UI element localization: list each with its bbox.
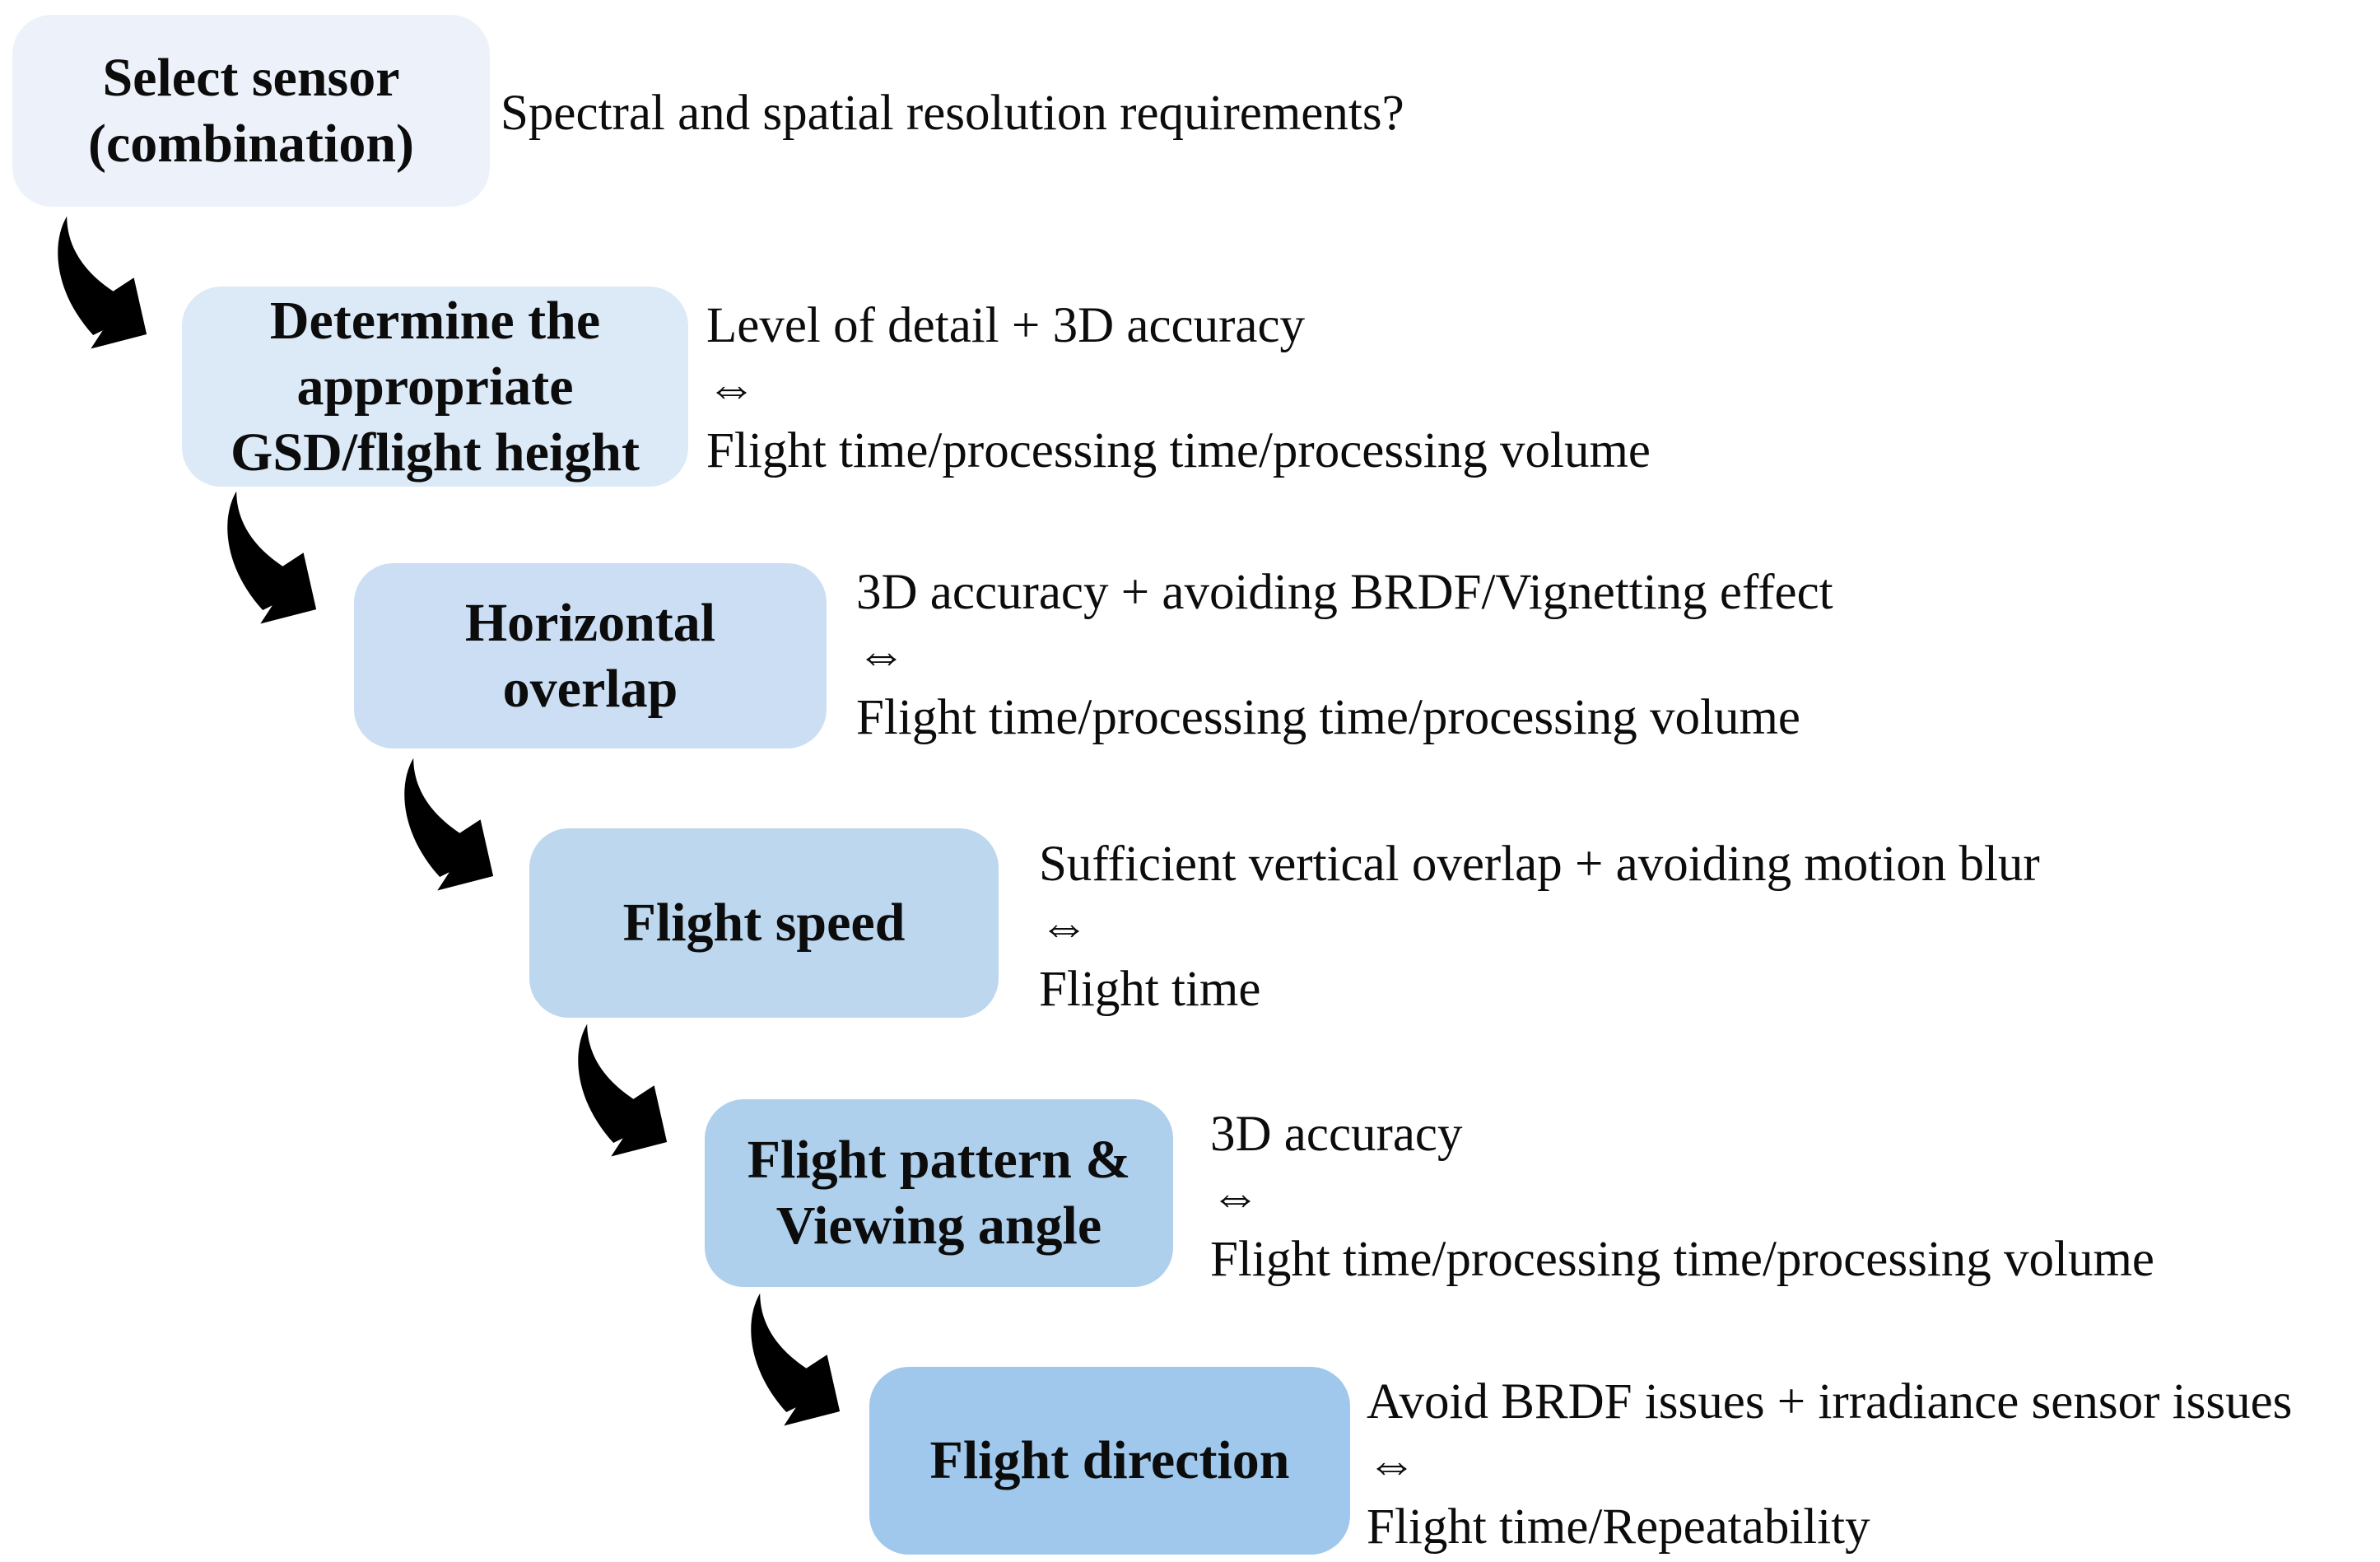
step-box-horizontal-overlap: Horizontal overlap xyxy=(354,563,827,748)
annotation-line: Flight time/processing time/processing v… xyxy=(706,423,1651,478)
flow-arrow-path xyxy=(404,758,494,891)
step-label-line: Horizontal xyxy=(464,592,716,653)
step-label-line: GSD/flight height xyxy=(231,422,640,483)
annotation-line: Flight time xyxy=(1039,962,1261,1017)
step-label-line: Flight speed xyxy=(622,893,906,953)
step-box-select-sensor: Select sensor (combination) xyxy=(12,15,490,207)
annotation-line: Flight time/processing time/processing v… xyxy=(856,690,1800,745)
flow-arrow-icon xyxy=(404,758,494,891)
annotation-line: Level of detail + 3D accuracy xyxy=(706,298,1306,353)
flow-arrow-path xyxy=(58,216,147,349)
step-box-gsd-flight-height: Determine the appropriate GSD/flight hei… xyxy=(182,287,688,487)
annotation-line: Avoid BRDF issues + irradiance sensor is… xyxy=(1367,1374,2293,1429)
step-label-line: appropriate xyxy=(296,356,574,417)
flow-arrow-icon xyxy=(58,216,147,349)
tradeoff-arrow-symbol: ⇔ xyxy=(706,361,757,416)
flow-arrow-path xyxy=(578,1023,668,1157)
tradeoff-arrow-symbol: ⇔ xyxy=(856,627,906,683)
flow-arrow-path xyxy=(227,491,317,624)
tradeoff-arrow-symbol: ⇔ xyxy=(1039,899,1089,954)
tradeoff-arrow-symbol: ⇔ xyxy=(1210,1169,1260,1224)
step-label-line: Viewing angle xyxy=(775,1196,1102,1256)
annotation-line: Spectral and spatial resolution requirem… xyxy=(501,86,1404,141)
flow-arrow-icon xyxy=(751,1293,841,1426)
step-label-line: (combination) xyxy=(88,113,414,174)
annotation-flight-pattern-viewing-angle: 3D accuracy ⇔ Flight time/processing tim… xyxy=(1210,1103,2154,1291)
tradeoff-arrow-symbol: ⇔ xyxy=(1367,1437,1417,1492)
flow-arrow-icon xyxy=(578,1023,668,1157)
step-label-line: Flight direction xyxy=(929,1430,1290,1490)
step-label-line: Determine the xyxy=(269,290,601,351)
annotation-line: 3D accuracy xyxy=(1210,1107,1463,1162)
step-label-line: Flight pattern & xyxy=(747,1130,1131,1190)
flow-arrow-path xyxy=(751,1293,841,1426)
step-box-flight-direction: Flight direction xyxy=(869,1367,1350,1555)
step-label-line: Select sensor xyxy=(102,47,400,108)
step-box-flight-speed: Flight speed xyxy=(529,828,999,1018)
annotation-line: Flight time/processing time/processing v… xyxy=(1210,1232,2154,1287)
annotation-gsd-flight-height: Level of detail + 3D accuracy ⇔ Flight t… xyxy=(706,295,1651,483)
step-box-flight-pattern-viewing-angle: Flight pattern & Viewing angle xyxy=(705,1099,1173,1287)
annotation-horizontal-overlap: 3D accuracy + avoiding BRDF/Vignetting e… xyxy=(856,562,1833,749)
flow-arrow-icon xyxy=(227,491,317,624)
step-label-line: overlap xyxy=(502,658,678,719)
annotation-line: Sufficient vertical overlap + avoiding m… xyxy=(1039,837,2040,892)
annotation-flight-speed: Sufficient vertical overlap + avoiding m… xyxy=(1039,833,2040,1021)
annotation-line: Flight time/Repeatability xyxy=(1367,1499,1870,1555)
annotation-line: 3D accuracy + avoiding BRDF/Vignetting e… xyxy=(856,565,1833,620)
annotation-flight-direction: Avoid BRDF issues + irradiance sensor is… xyxy=(1367,1371,2292,1559)
annotation-select-sensor: Spectral and spatial resolution requirem… xyxy=(501,82,1404,145)
